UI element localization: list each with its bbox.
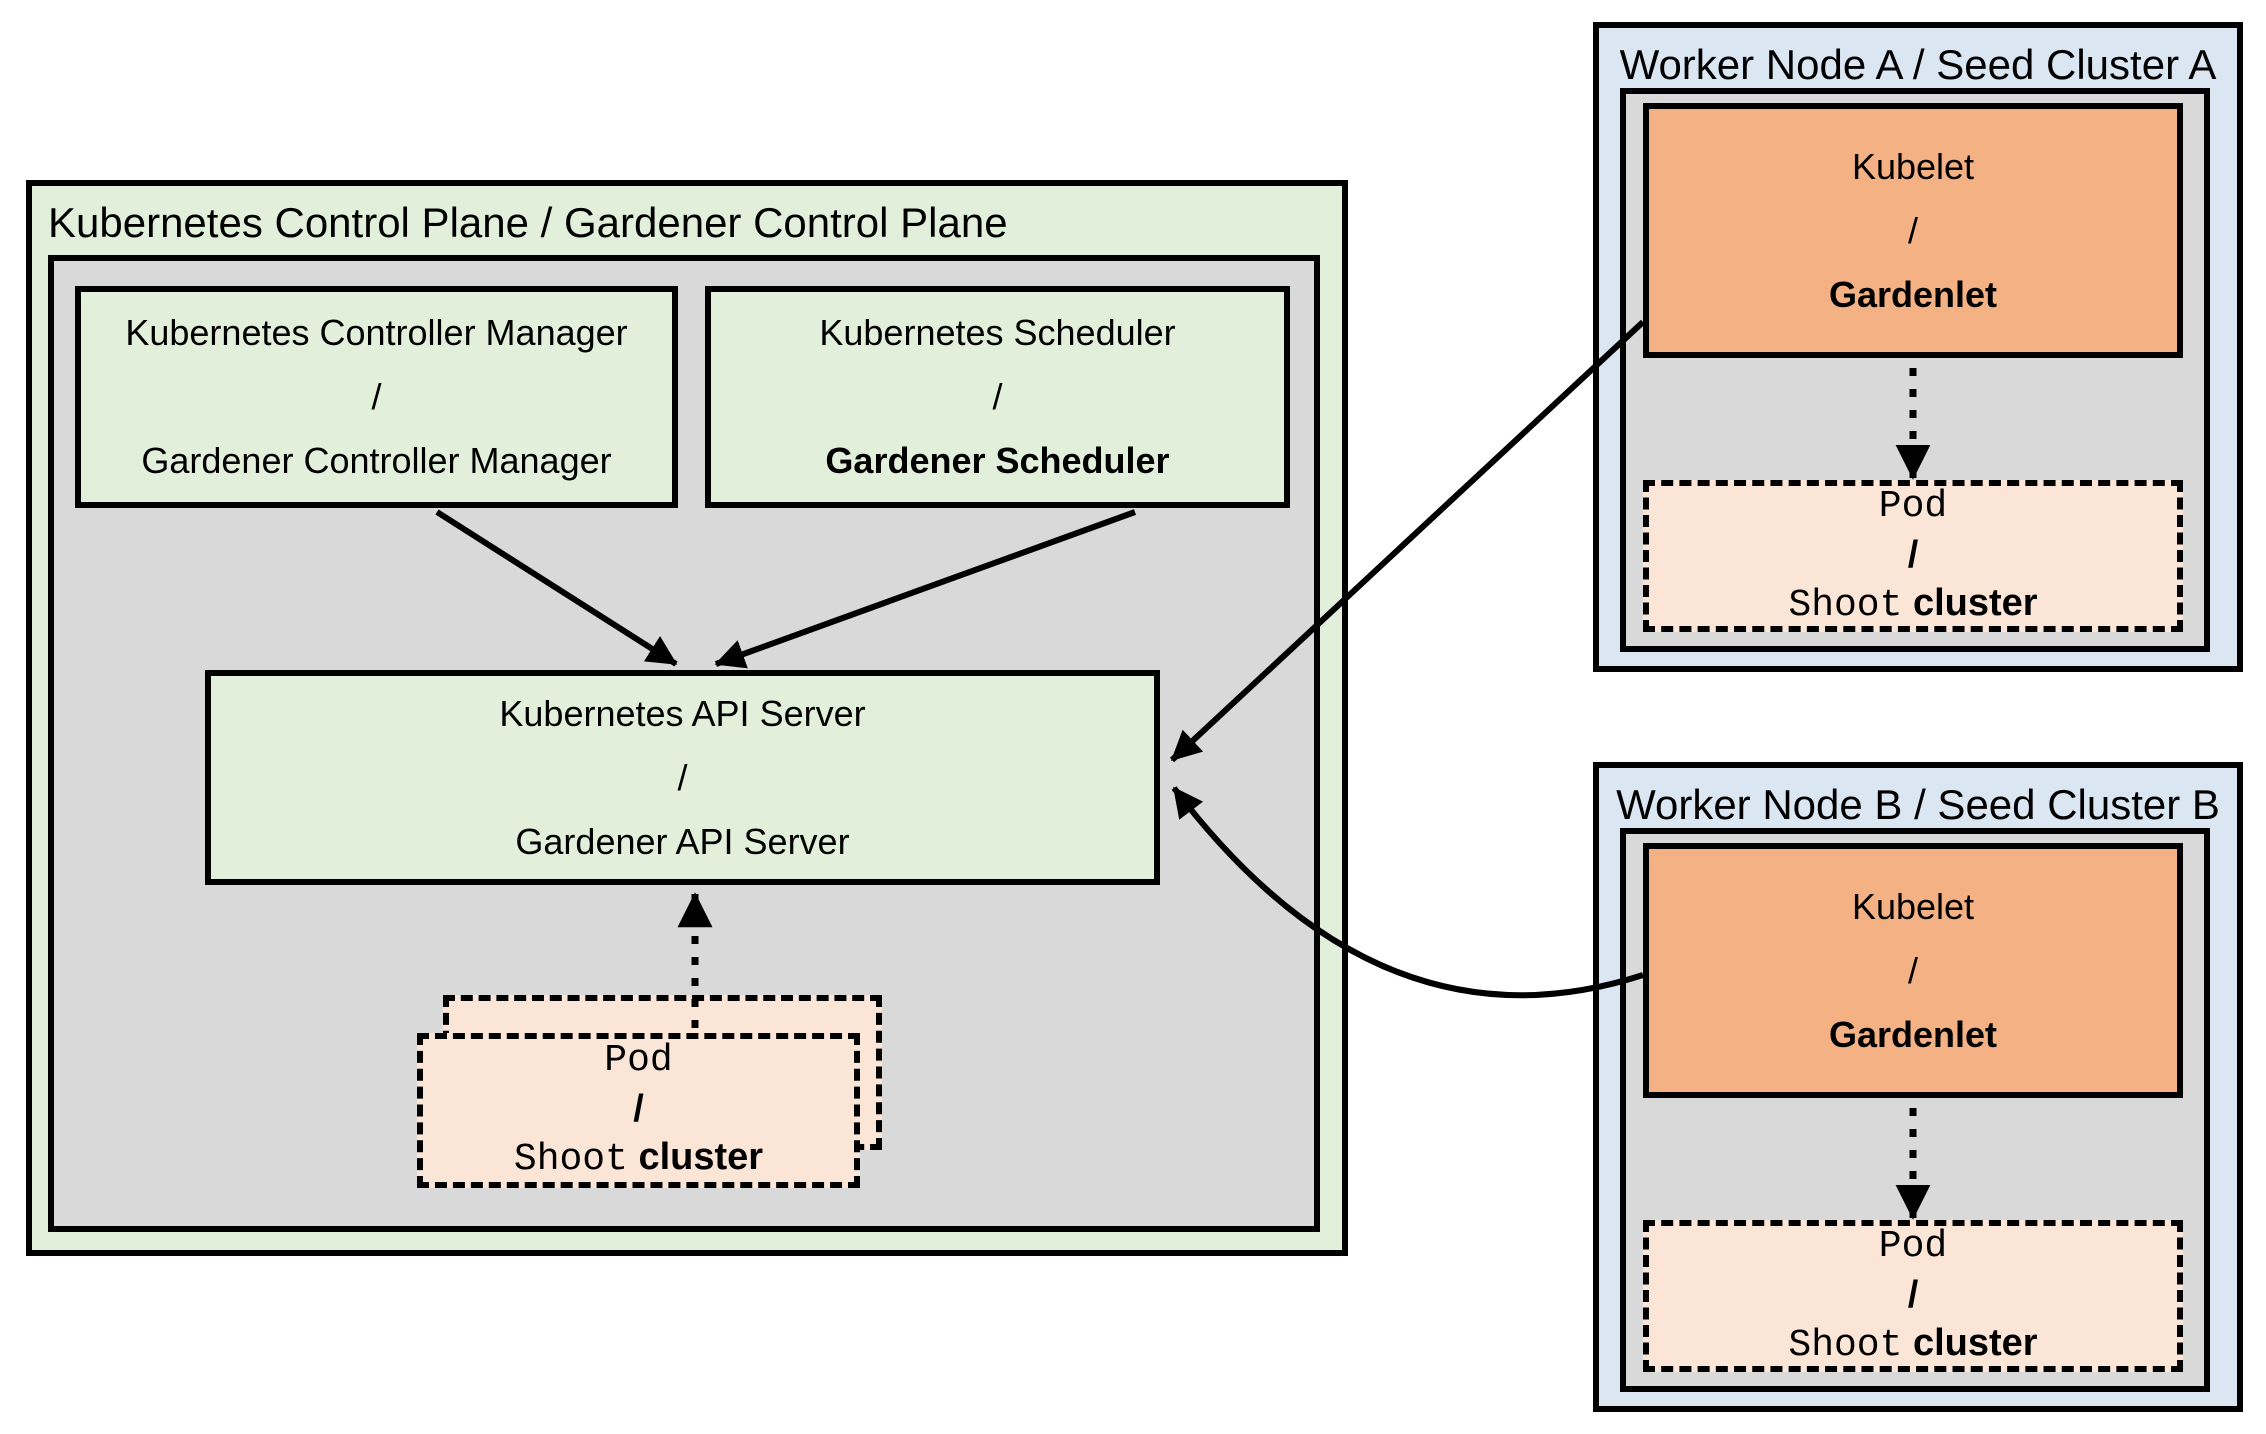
worker-node-b-kubelet-line2: Gardenlet: [1828, 1013, 1998, 1055]
scheduler-line2: Gardener Scheduler: [825, 440, 1170, 481]
worker-node-a-pod-line2: Shoot cluster: [1788, 579, 2037, 630]
worker-node-a-kubelet-line1: Kubelet: [1851, 145, 1975, 187]
api-server-separator: /: [677, 756, 688, 798]
controller-manager-box: Kubernetes Controller Manager / Gardener…: [75, 286, 678, 508]
worker-node-b-pod-box: Pod / Shoot cluster: [1643, 1220, 2183, 1372]
worker-node-b-title: Worker Node B / Seed Cluster B: [1616, 781, 2220, 828]
worker-node-a-pod-line1: Pod: [1878, 484, 1948, 528]
controller-manager-line1: Kubernetes Controller Manager: [125, 312, 628, 353]
control-plane-pod-separator: /: [633, 1088, 644, 1130]
scheduler-separator: /: [992, 376, 1003, 417]
control-plane-pod-line1: Pod: [604, 1039, 673, 1082]
worker-node-a-kubelet-box: Kubelet / Gardenlet: [1643, 103, 2183, 358]
worker-node-b-kubelet-separator: /: [1907, 949, 1918, 991]
worker-node-a-kubelet-line2: Gardenlet: [1828, 273, 1998, 315]
scheduler-box: Kubernetes Scheduler / Gardener Schedule…: [705, 286, 1290, 508]
worker-node-b-pod-line2: Shoot cluster: [1788, 1319, 2037, 1370]
worker-node-a-kubelet-separator: /: [1907, 209, 1918, 251]
worker-node-b-kubelet-line1: Kubelet: [1851, 885, 1975, 927]
api-server-line2: Gardener API Server: [515, 820, 850, 862]
worker-node-a-pod-box: Pod / Shoot cluster: [1643, 480, 2183, 632]
controller-manager-line2: Gardener Controller Manager: [141, 440, 612, 481]
control-plane-pod-line2: Shoot cluster: [514, 1133, 763, 1184]
worker-node-a-pod-separator: /: [1907, 533, 1919, 576]
worker-node-b-pod-line2-cluster: cluster: [1912, 1321, 2038, 1364]
worker-node-b-pod-line2-shoot: Shoot: [1788, 1323, 1903, 1367]
api-server-line1: Kubernetes API Server: [499, 692, 866, 734]
worker-node-b-kubelet-box: Kubelet / Gardenlet: [1643, 843, 2183, 1098]
worker-node-a-title: Worker Node A / Seed Cluster A: [1619, 41, 2217, 88]
control-plane-title: Kubernetes Control Plane / Gardener Cont…: [48, 199, 1008, 246]
worker-node-b-pod-line1: Pod: [1878, 1224, 1948, 1268]
control-plane-pod-box: Pod / Shoot cluster: [417, 1033, 860, 1188]
controller-manager-separator: /: [371, 376, 382, 417]
worker-node-a-pod-line2-shoot: Shoot: [1788, 583, 1903, 627]
control-plane-pod-line2-cluster: cluster: [638, 1136, 764, 1178]
api-server-box: Kubernetes API Server / Gardener API Ser…: [205, 670, 1160, 885]
worker-node-b-pod-separator: /: [1907, 1273, 1919, 1316]
worker-node-a-pod-line2-cluster: cluster: [1912, 581, 2038, 624]
control-plane-pod-line2-shoot: Shoot: [513, 1138, 628, 1181]
scheduler-line1: Kubernetes Scheduler: [819, 312, 1176, 353]
